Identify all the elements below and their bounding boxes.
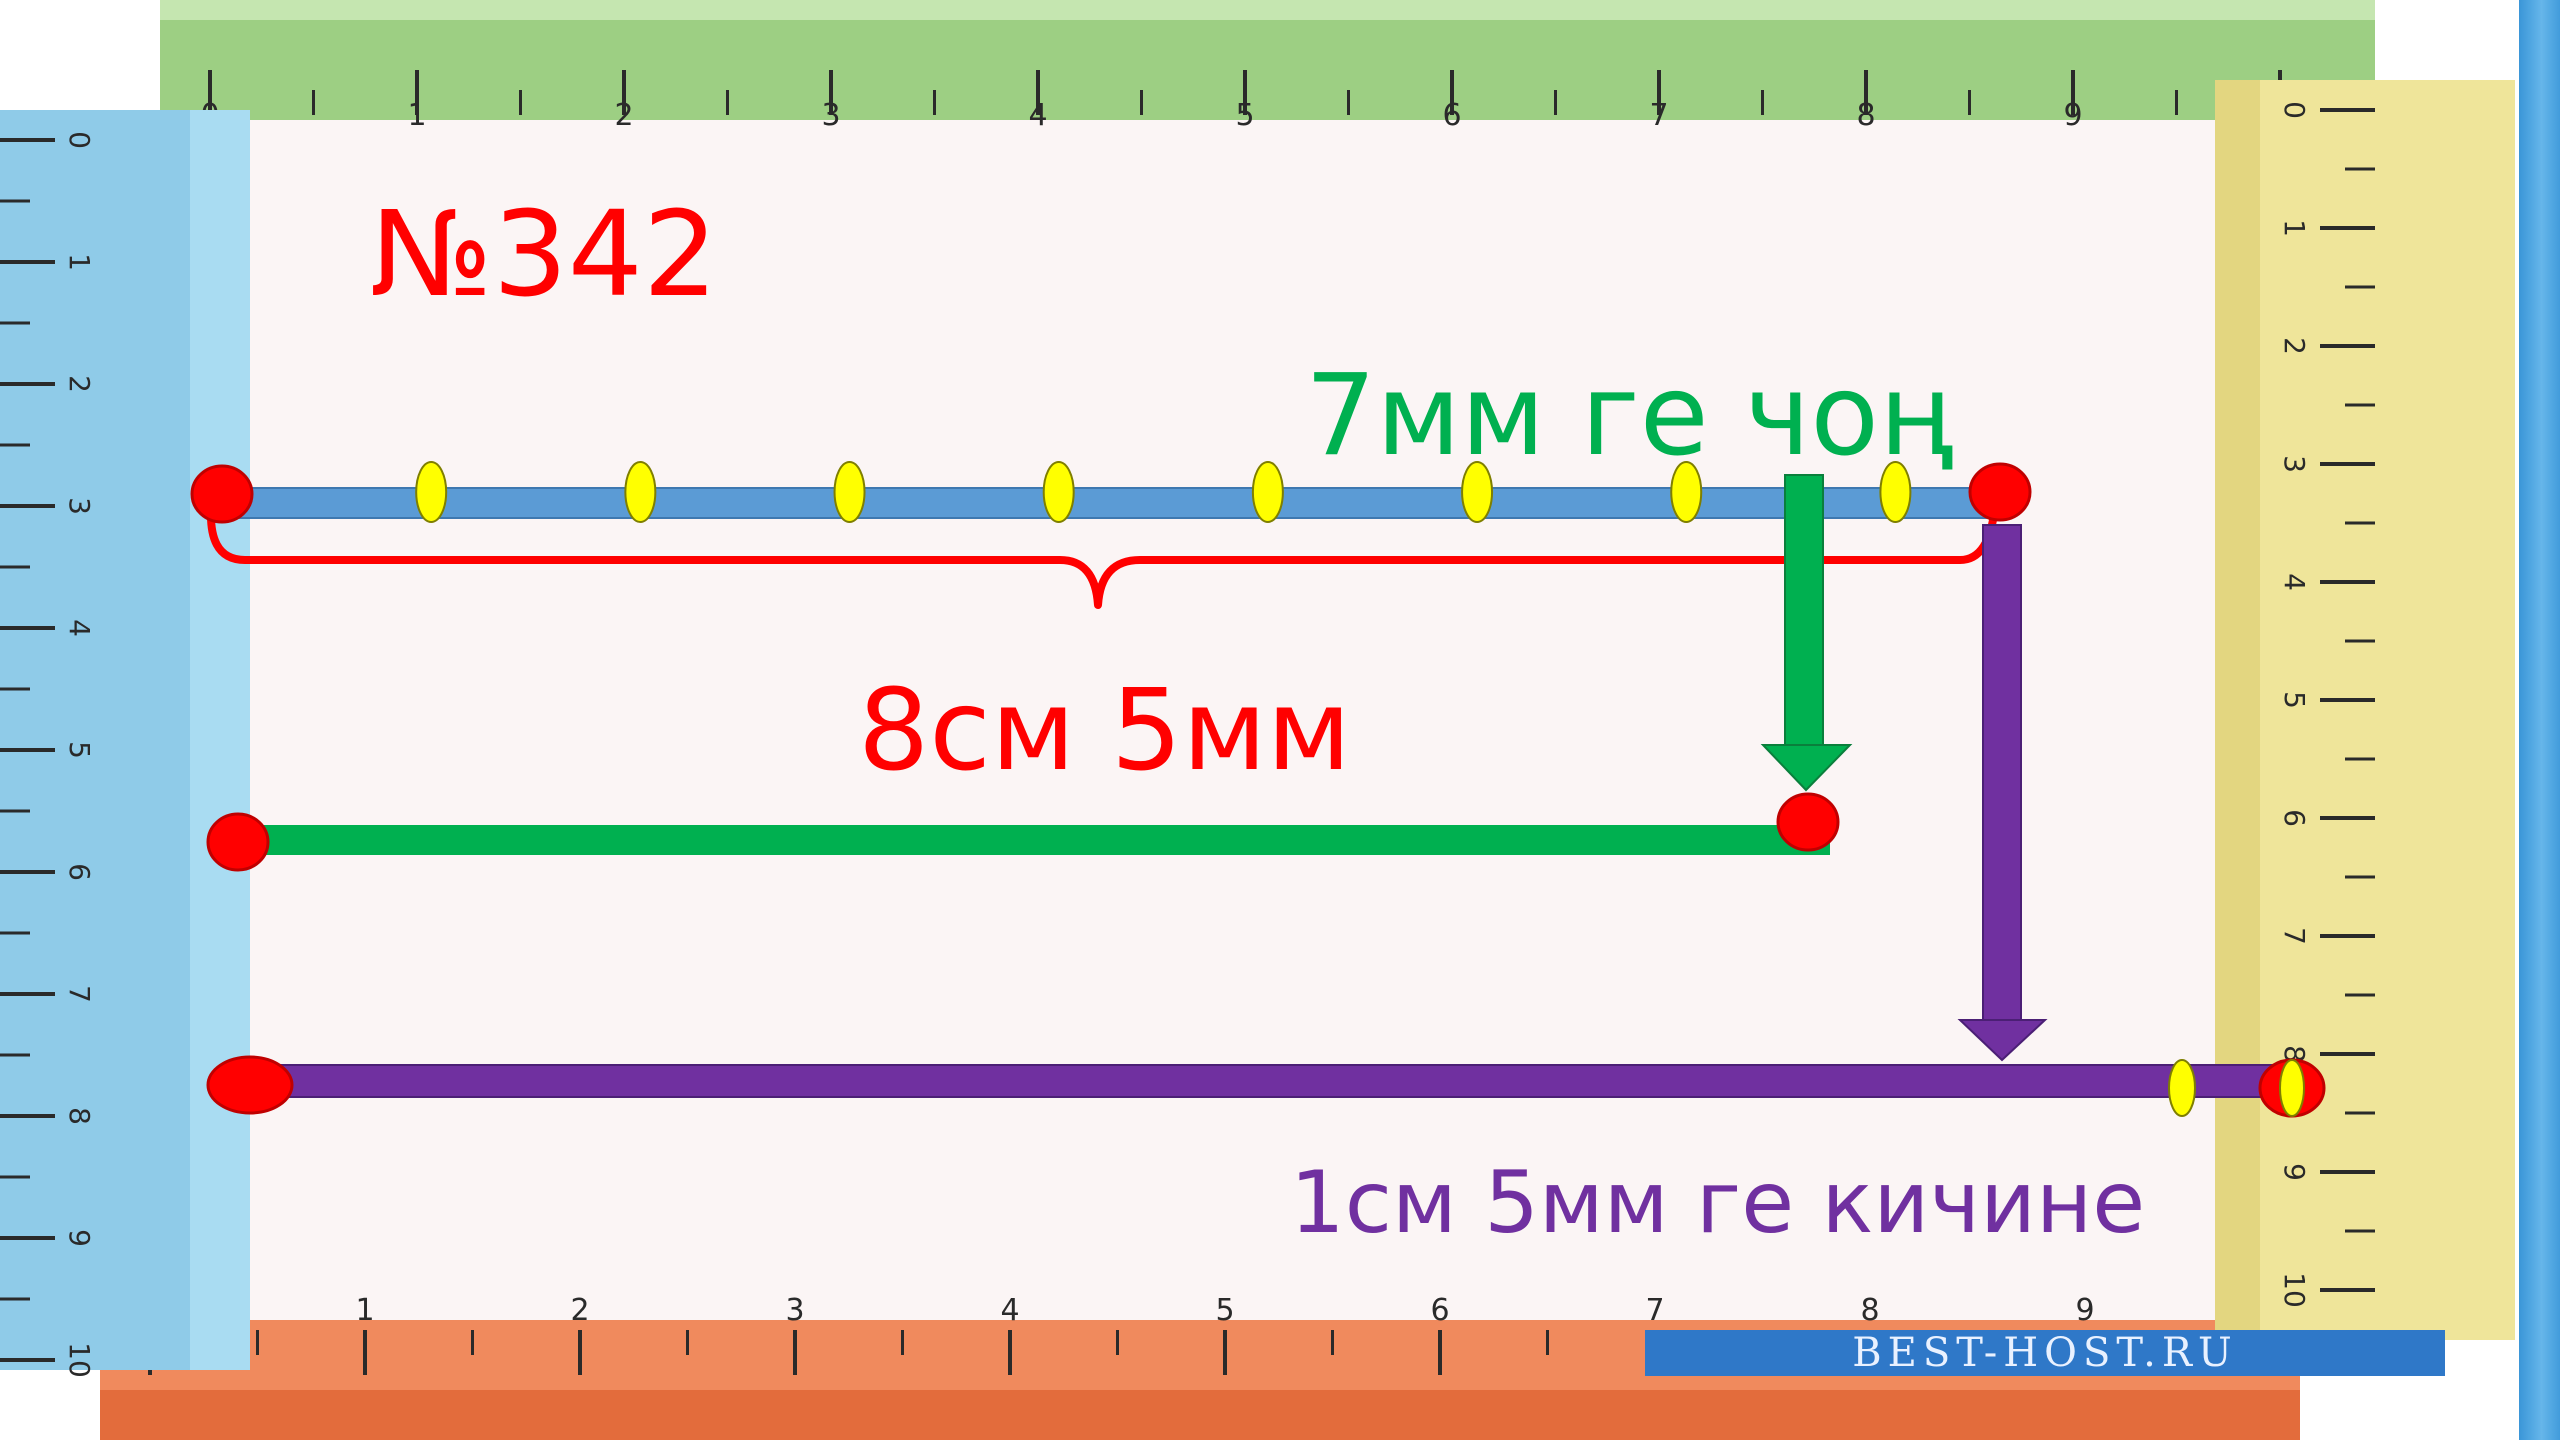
green-segment <box>240 825 1830 855</box>
centimeter-mark <box>415 461 448 523</box>
centimeter-marks <box>415 461 1912 523</box>
watermark: BEST-HOST.RU <box>1645 1330 2445 1376</box>
bottom-ruler-label: 4 <box>1000 1293 1019 1328</box>
left-ruler-label: 0 <box>63 131 96 149</box>
right-ruler-label: 1 <box>2278 219 2311 237</box>
green-start-point <box>206 812 270 872</box>
right-ruler-label: 9 <box>2278 1163 2311 1181</box>
end-points <box>190 462 2326 1118</box>
blue-start-point <box>190 464 254 524</box>
centimeter-mark <box>1042 461 1075 523</box>
board-background <box>160 100 2240 1340</box>
top-ruler-label: 4 <box>1028 98 1047 133</box>
top-ruler-label: 3 <box>821 98 840 133</box>
length-brace <box>207 497 1999 609</box>
purple-arrow <box>1957 524 2048 1062</box>
purple-extra-mark <box>2168 1059 2196 1117</box>
bottom-ruler-label: 3 <box>785 1293 804 1328</box>
left-ruler-label: 6 <box>63 863 96 881</box>
purple-note: 1см 5мм ге кичине <box>1290 1153 2146 1253</box>
left-ruler-label: 10 <box>63 1342 96 1378</box>
left-ruler-label: 2 <box>63 375 96 393</box>
blue-segment <box>217 487 2001 519</box>
top-ruler-label: 9 <box>2063 98 2082 133</box>
left-ruler-label: 3 <box>63 497 96 515</box>
centimeter-mark <box>1251 461 1284 523</box>
green-end-point <box>1776 792 1840 852</box>
right-ruler-label: 4 <box>2278 573 2311 591</box>
bottom-ruler-label: 9 <box>2075 1293 2094 1328</box>
bottom-ruler-label: 6 <box>1430 1293 1449 1328</box>
right-ruler-label: 5 <box>2278 691 2311 709</box>
left-ruler-label: 4 <box>63 619 96 637</box>
right-ruler-label: 3 <box>2278 455 2311 473</box>
bottom-ruler-label: 8 <box>1860 1293 1879 1328</box>
top-ruler-label: 1 <box>407 98 426 133</box>
slide-edge-stripe <box>2515 0 2560 1440</box>
purple-start-point <box>206 1055 294 1115</box>
segment-length-label: 8см 5мм <box>858 666 1352 796</box>
left-ruler-label: 5 <box>63 741 96 759</box>
right-ruler-label: 7 <box>2278 927 2311 945</box>
top-ruler-label: 6 <box>1442 98 1461 133</box>
left-ruler-label: 1 <box>63 253 96 271</box>
left-ruler-label: 7 <box>63 985 96 1003</box>
bottom-ruler-label: 2 <box>570 1293 589 1328</box>
centimeter-mark <box>1461 461 1494 523</box>
task-number: №342 <box>370 185 718 323</box>
right-ruler-label: 10 <box>2278 1272 2311 1308</box>
left-ruler: 0 1 2 3 4 5 6 7 8 9 10 <box>0 110 250 1378</box>
green-note: 7мм ге чоң <box>1305 351 1953 481</box>
bottom-ruler-label: 5 <box>1215 1293 1234 1328</box>
top-ruler-label: 8 <box>1856 98 1875 133</box>
blue-end-point <box>1968 462 2032 522</box>
top-ruler-label: 7 <box>1649 98 1668 133</box>
right-ruler-label: 6 <box>2278 809 2311 827</box>
right-ruler: 0 1 2 3 4 5 6 7 8 9 10 <box>2215 80 2515 1340</box>
purple-segment <box>254 1064 2301 1098</box>
left-ruler-label: 8 <box>63 1107 96 1125</box>
right-ruler-label: 0 <box>2278 101 2311 119</box>
right-ruler-label: 8 <box>2278 1045 2311 1063</box>
right-ruler-label: 2 <box>2278 337 2311 355</box>
green-arrow <box>1760 474 1853 792</box>
centimeter-mark <box>1670 461 1703 523</box>
left-ruler-label: 9 <box>63 1229 96 1247</box>
bottom-ruler-label: 7 <box>1645 1293 1664 1328</box>
purple-end-mark <box>2279 1059 2305 1117</box>
top-ruler-label: 2 <box>614 98 633 133</box>
centimeter-mark <box>833 461 866 523</box>
centimeter-mark <box>1879 461 1912 523</box>
top-ruler-label: 5 <box>1235 98 1254 133</box>
bottom-ruler-label: 1 <box>355 1293 374 1328</box>
centimeter-mark <box>624 461 657 523</box>
